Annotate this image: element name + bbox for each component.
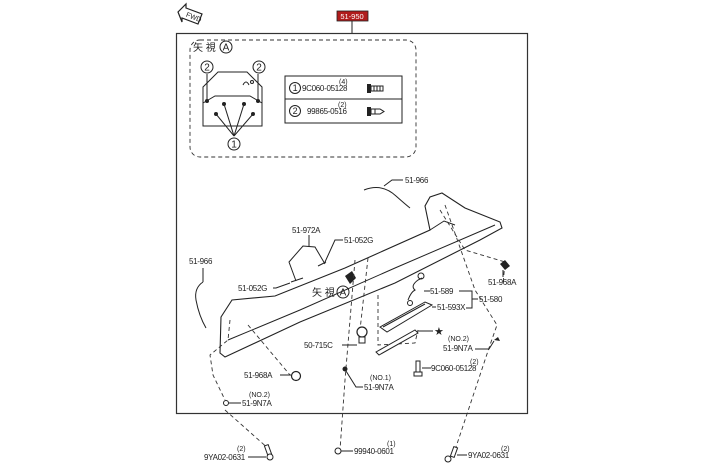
star-note-icon: ★ [434, 326, 444, 338]
gasket-no2-right-part[interactable] [494, 337, 500, 341]
clip-part[interactable] [317, 261, 327, 267]
bolt-left-part[interactable] [263, 443, 274, 461]
group-code-label: 51-950 [340, 12, 363, 21]
tapping-screw-icon [367, 107, 385, 116]
clip-part[interactable] [290, 277, 304, 283]
callout-lamp-assy[interactable]: 51-580 [479, 295, 503, 304]
main-view-marker-label: 矢 視 [312, 286, 335, 299]
callout-qty: (2) [501, 446, 510, 453]
nut-right-part[interactable] [500, 260, 510, 270]
callout-wire-harness[interactable]: 51-972A [292, 226, 321, 235]
fwd-arrow-icon: FWD [177, 2, 203, 25]
callout-clip-upper[interactable]: 51-052G [344, 236, 373, 245]
leader-line [383, 179, 403, 187]
fastener-row[interactable]: 2 99865-0516 (2) [289, 102, 385, 117]
gasket-no1-part[interactable] [342, 366, 348, 372]
callout-lamp-sub-1[interactable]: 51-589 [430, 287, 454, 296]
fastener-table: 1 9C060-05128 (4) 2 99865-0516 (2) [284, 75, 403, 124]
diagram-frame [175, 32, 529, 415]
callout-lamp-sub-2[interactable]: 51-593X [437, 303, 466, 312]
fastener-qty: (4) [339, 79, 348, 86]
callout-bolt-left[interactable]: 9YA02-0631 [204, 453, 246, 462]
detail-view-box [189, 39, 417, 158]
install-line [439, 209, 506, 286]
callout-gasket-no2-left[interactable]: 51-9N7A [242, 399, 273, 408]
weatherstrip-top-part[interactable] [363, 187, 411, 209]
install-line [444, 204, 498, 451]
callout-qty: (1) [387, 441, 396, 448]
callout-clip-lower[interactable]: 51-052G [238, 284, 267, 293]
fastener-qty: (2) [338, 102, 347, 109]
install-line [224, 409, 271, 451]
install-line [377, 295, 419, 346]
leader-line [475, 340, 495, 350]
callout-gasket-no2-right[interactable]: 51-9N7A [443, 344, 474, 353]
bracket-detail-sketch [202, 71, 263, 137]
rear-spoiler[interactable] [219, 192, 503, 358]
callout-screw-lamp[interactable]: 9C060-05128 [431, 364, 477, 373]
main-view-marker-circle [336, 285, 350, 299]
svg-text:1: 1 [293, 83, 298, 93]
callout-grommet[interactable]: 50-715C [304, 341, 333, 350]
callout-2-right: 2 [252, 60, 266, 74]
leader-line [345, 370, 363, 388]
bolt-right-part[interactable] [444, 445, 459, 463]
grommet-part[interactable] [356, 326, 368, 344]
main-view-marker-circle-label: A [340, 288, 347, 299]
leader-line [324, 239, 343, 263]
callout-gasket-no1[interactable]: 51-9N7A [364, 383, 395, 392]
bracket-leader [459, 290, 478, 309]
high-mount-lamp-part[interactable] [375, 272, 434, 356]
nut-center-part[interactable] [334, 447, 342, 455]
callout-bolt-right[interactable]: 9YA02-0631 [468, 451, 510, 460]
screw-lamp-part[interactable] [413, 360, 423, 377]
svg-text:1: 1 [231, 140, 237, 151]
install-line [209, 319, 231, 401]
nut-left-part[interactable] [290, 370, 302, 382]
group-code-badge[interactable]: 51-950 [336, 10, 369, 22]
callout-1: 1 [227, 137, 241, 151]
callout-nut-left[interactable]: 51-968A [244, 371, 273, 380]
callout-2-left: 2 [200, 60, 214, 74]
fastener-row[interactable]: 1 9C060-05128 (4) [289, 79, 384, 94]
detail-view-title: 矢 視 [193, 41, 216, 54]
install-line [247, 324, 291, 376]
callout-weatherstrip-top[interactable]: 51-966 [405, 176, 429, 185]
callout-note: (NO.1) [370, 375, 391, 382]
wire-harness-part[interactable] [288, 245, 326, 282]
view-direction-arrow-icon [345, 271, 356, 284]
callout-nut-center[interactable]: 99940-0601 [354, 447, 395, 456]
callout-nut-right[interactable]: 51-968A [488, 278, 517, 287]
svg-text:2: 2 [256, 63, 262, 74]
svg-text:2: 2 [293, 106, 298, 116]
install-line [339, 259, 356, 451]
fastener-part-no: 9C060-05128 [302, 84, 348, 93]
callout-note: (NO.2) [448, 336, 469, 343]
leader-line [273, 282, 291, 289]
gasket-no2-left-part[interactable] [223, 400, 229, 406]
callout-weatherstrip-left[interactable]: 51-966 [189, 257, 213, 266]
detail-view-circle [219, 40, 233, 54]
install-line [359, 257, 369, 331]
screw-icon [367, 84, 384, 93]
callout-qty: (2) [237, 446, 246, 453]
callout-qty: (2) [470, 359, 479, 366]
callout-note: (NO.2) [249, 392, 270, 399]
svg-text:2: 2 [204, 63, 210, 74]
weatherstrip-left-part[interactable] [195, 281, 207, 329]
detail-view-circle-label: A [223, 43, 230, 54]
fastener-part-no: 99865-0516 [307, 107, 348, 116]
